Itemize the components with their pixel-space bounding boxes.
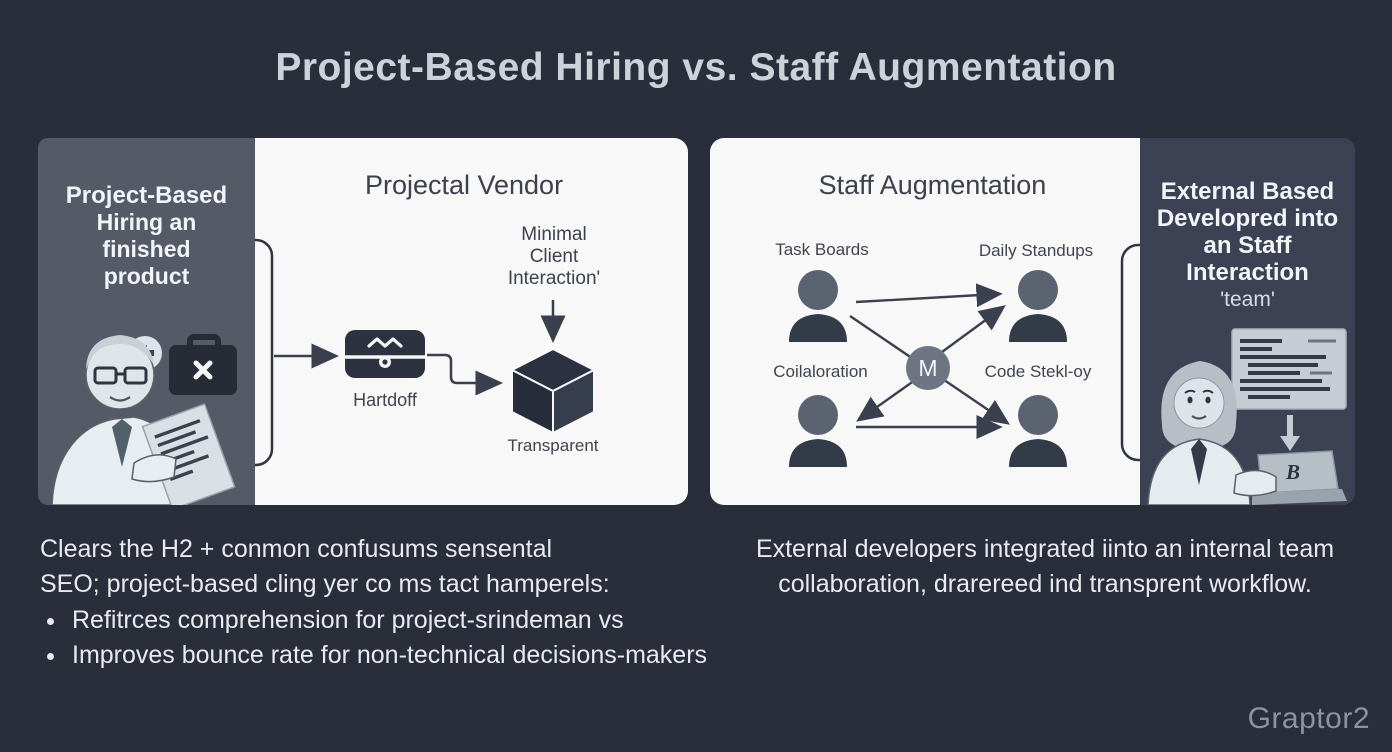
sidebar-line: 'team'	[1220, 288, 1275, 311]
watermark: Graptor2	[1247, 702, 1370, 735]
summary-bullet: Refitrces comprehension for project-srin…	[68, 603, 745, 638]
team-arrows	[849, 243, 1155, 462]
summary-bullet-list: Refitrces comprehension for project-srin…	[54, 603, 745, 672]
arrow-top-row	[855, 283, 1003, 308]
code-window-icon	[1231, 328, 1347, 410]
developer-illustration: B	[1147, 328, 1347, 505]
project-sidebar-text: Project-Based Hiring an finished product	[38, 182, 255, 290]
person-icon-top-right	[1009, 270, 1067, 342]
sidebar-line: an Staff	[1203, 232, 1292, 259]
sidebar-line: Interaction	[1186, 259, 1309, 286]
down-arrow-icon	[1280, 415, 1300, 451]
left-bracket-connector	[240, 238, 274, 467]
person-icon-top-left	[789, 270, 847, 342]
anno-line: Interaction'	[507, 268, 601, 289]
anno-line: Minimal	[521, 224, 587, 245]
project-summary-text: Clears the H2 + conmon confusums sensent…	[40, 532, 745, 672]
summary-line: collaboration, drarereed ind transprent …	[778, 569, 1312, 598]
sidebar-line: Project-Based	[65, 182, 228, 209]
anno-line: Client	[529, 246, 579, 267]
briefcase-x-icon	[169, 334, 237, 395]
task-boards-label: Task Boards	[775, 240, 869, 259]
sidebar-line: External Based	[1160, 178, 1335, 205]
daily-standups-label: Daily Standups	[978, 241, 1094, 260]
summary-line: Clears the H2 + conmon confusums sensent…	[40, 535, 553, 563]
code-steady-label: Code Stekl-oy	[984, 362, 1092, 381]
summary-line: SEO; project-based cling yer co ms tact …	[40, 569, 610, 598]
vendor-flow-arrows	[240, 238, 597, 467]
summary-line: External developers integrated iinto an …	[755, 535, 1335, 563]
collaboration-label: Coilaloration	[773, 362, 868, 381]
sidebar-line: Developred into	[1156, 205, 1339, 232]
handoff-box-icon	[345, 330, 425, 378]
project-vendor-panel: Projectal Vendor Minimal Client Interact…	[240, 138, 688, 505]
staff-augmentation-panel: Staff Augmentation Task Boards Daily Sta…	[710, 138, 1155, 505]
handoff-glyph	[345, 337, 425, 368]
minimal-client-interaction-label: Minimal Client Interaction'	[488, 224, 620, 290]
sidebar-line: product	[103, 263, 190, 289]
sidebar-line: Hiring an	[96, 209, 197, 235]
project-vendor-heading: Projectal Vendor	[364, 170, 564, 200]
external-team-sidebar: External Based Developred into an Staff …	[1140, 138, 1355, 505]
summary-bullet: Improves bounce rate for non-technical d…	[68, 638, 745, 673]
external-sidebar-text: External Based Developred into an Staff …	[1140, 178, 1355, 313]
handoff-label: Hartdoff	[353, 390, 417, 410]
transparent-label: Transparent	[507, 436, 599, 455]
person-icon-bottom-left	[789, 395, 847, 467]
consultant-illustration	[51, 334, 237, 505]
laptop-logo-glyph: B	[1285, 460, 1300, 484]
sidebar-line: finished	[102, 236, 191, 262]
arrow-center-to-topright	[941, 305, 1006, 353]
staff-augmentation-heading: Staff Augmentation	[818, 170, 1047, 200]
arrow-center-to-bottomleft	[856, 377, 919, 422]
center-hub-icon: M	[906, 346, 950, 390]
transparent-cube-icon	[509, 347, 597, 435]
page-title: Project-Based Hiring vs. Staff Augmentat…	[275, 46, 1117, 89]
person-icon-bottom-right	[1009, 395, 1067, 467]
arrow-handoff-to-cube	[427, 353, 503, 396]
project-based-sidebar: Project-Based Hiring an finished product	[38, 138, 255, 505]
right-bracket-connector	[1120, 243, 1155, 462]
glasses-icon	[93, 366, 148, 385]
laptop-icon: B	[1252, 450, 1347, 505]
staff-summary-text: External developers integrated iinto an …	[735, 532, 1355, 601]
